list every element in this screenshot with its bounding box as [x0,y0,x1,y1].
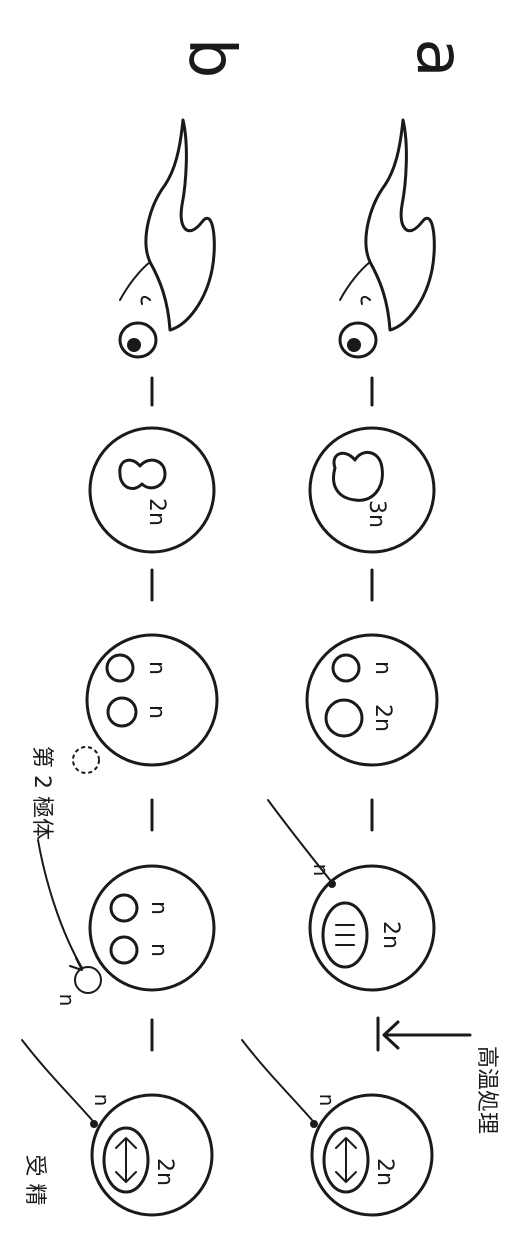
discarded-polar-body [72,746,100,774]
egg-b-stage3: 2n n [267,799,436,992]
sperm-b2-ploidy: n [309,864,333,877]
row-label-a: a [402,38,476,77]
egg-b-ploidy: 2n [372,1158,397,1186]
fertilization-label: 受 精 [22,1155,47,1206]
sperm-a-ploidy: n [90,1094,114,1107]
pronucleus-b-small-label: n [370,661,395,675]
egg-a-ploidy: 2n [152,1158,177,1186]
egg-a-stage3: n n n 第 2 極体 [29,746,216,1007]
egg-b2-ploidy: 2n [378,921,403,949]
polar-body-ploidy: n [55,994,79,1007]
polar-body-pointer [37,839,83,969]
sperm-a-tail [21,1039,93,1121]
heat-treatment-arrow: 高温処理 [382,1020,499,1134]
second-polar-body [74,966,102,994]
connector-dashes [150,376,380,1052]
sperm-b-ploidy: n [315,1094,339,1107]
pronucleus-a2-label: n [144,705,169,719]
egg-b-stage4: n 2n [305,633,439,767]
larva-a [118,118,216,359]
zygote-a: 2n [88,426,216,554]
zygote-a-ploidy: 2n [144,498,169,526]
pronucleus-b-large-label: 2n [370,704,395,732]
zygote-b-ploidy: 3n [364,500,389,528]
sperm-b2-tail [267,799,331,881]
zygote-b: 3n [308,426,436,554]
egg-a-stage1: 2n n 受 精 [21,1039,214,1217]
egg-a-stage4: n n [72,633,219,774]
larva-b [338,118,436,359]
egg-b-stage1: 2n n [241,1039,434,1217]
polar-body-arrowhead [69,957,83,971]
second-polar-body-label: 第 2 極体 [29,746,54,840]
heat-treatment-label: 高温処理 [474,1046,499,1134]
row-label-b: b [174,38,248,79]
sperm-b-tail [241,1039,313,1121]
pronucleus-a4-label: n [146,943,171,957]
pronucleus-a1-label: n [144,661,169,675]
pronucleus-a3-label: n [146,901,171,915]
